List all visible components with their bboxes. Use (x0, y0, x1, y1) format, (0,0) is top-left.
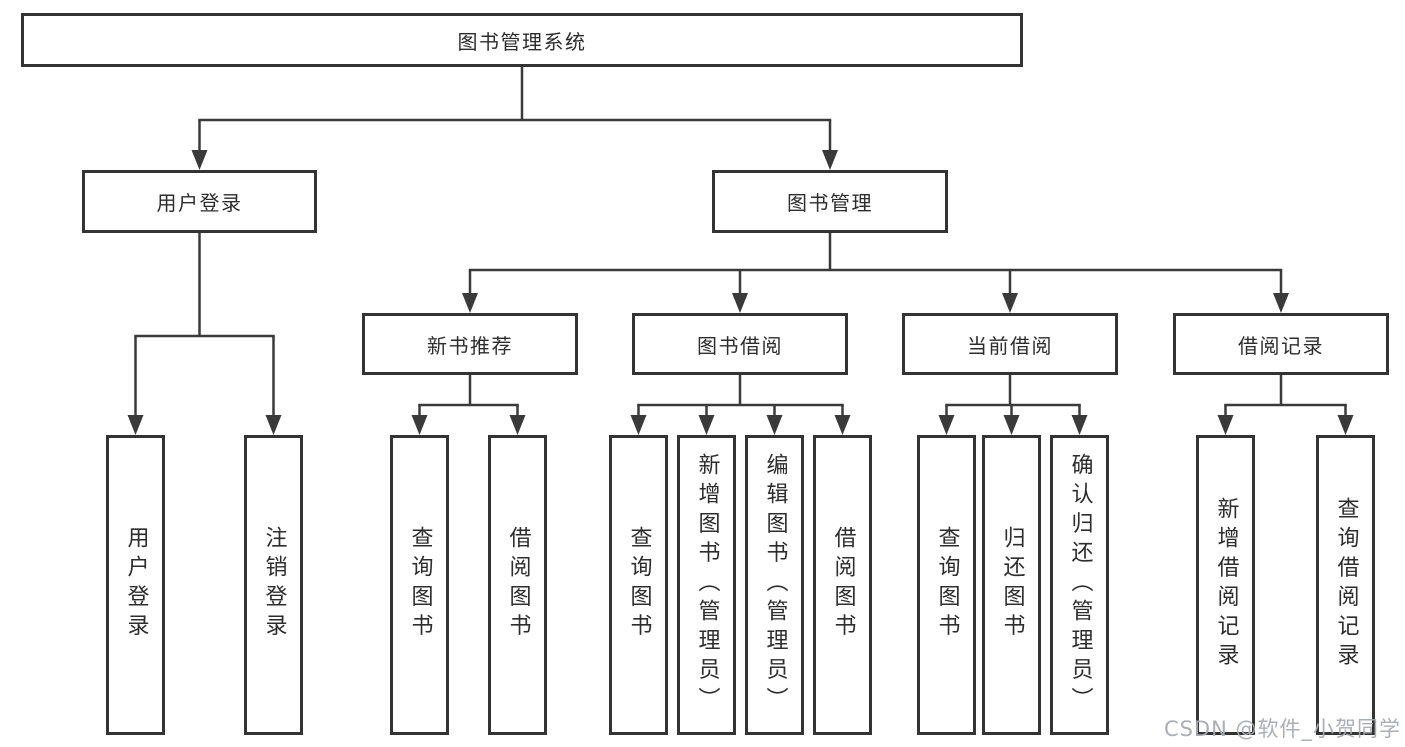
arrow-head-icon (698, 415, 715, 435)
node-current-borrowing: 当前借阅 (902, 313, 1118, 375)
arrow-head-icon (509, 415, 526, 435)
arrow-head-icon (822, 150, 838, 170)
arrow-head-icon (265, 415, 282, 435)
node-leaf-user-login: 用户登录 (106, 435, 165, 735)
node-leaf-query-books-1: 查询图书 (390, 435, 449, 735)
node-label: 图书管理系统 (457, 29, 587, 54)
node-leaf-borrow-books-2: 借阅图书 (813, 435, 872, 735)
arrow-head-icon (1003, 415, 1020, 435)
arrow-head-icon (630, 415, 647, 435)
node-label: 图书借阅 (697, 333, 783, 358)
node-borrowing-records: 借阅记录 (1173, 313, 1389, 375)
node-label: 图书管理 (787, 191, 873, 215)
node-leaf-query-borrow-record: 查询借阅记录 (1316, 435, 1375, 735)
watermark: CSDN @软件_小贺同学 (1163, 717, 1401, 741)
arrow-head-icon (1002, 293, 1018, 313)
node-label: 确认归还（管理员） (1067, 453, 1093, 717)
node-leaf-add-books-admin: 新增图书（管理员） (677, 435, 736, 735)
node-label: 借阅图书 (505, 526, 531, 644)
node-leaf-borrow-books-1: 借阅图书 (488, 435, 547, 735)
arrow-head-icon (127, 415, 144, 435)
node-user-login: 用户登录 (82, 170, 317, 233)
node-label: 新增图书（管理员） (694, 453, 720, 717)
node-leaf-query-books-3: 查询图书 (917, 435, 976, 735)
arrow-head-icon (1273, 293, 1289, 313)
arrow-head-icon (411, 415, 428, 435)
node-label: 查询图书 (626, 526, 652, 644)
node-label: 新书推荐 (427, 333, 513, 358)
node-label: 借阅图书 (830, 526, 856, 644)
node-label: 编辑图书（管理员） (762, 453, 788, 717)
arrow-head-icon (1337, 415, 1354, 435)
node-label: 归还图书 (999, 526, 1025, 644)
node-leaf-add-borrow-record: 新增借阅记录 (1196, 435, 1255, 735)
node-label: 用户登录 (156, 191, 243, 215)
arrow-head-icon (1217, 415, 1234, 435)
arrow-head-icon (732, 293, 748, 313)
node-label: 当前借阅 (967, 333, 1053, 358)
node-leaf-logout: 注销登录 (244, 435, 303, 735)
node-leaf-confirm-return-admin: 确认归还（管理员） (1050, 435, 1109, 735)
node-label: 新增借阅记录 (1213, 497, 1239, 673)
node-label: 用户登录 (123, 526, 149, 644)
node-root-book-management-system: 图书管理系统 (21, 13, 1023, 67)
node-leaf-query-books-2: 查询图书 (609, 435, 668, 735)
arrow-head-icon (766, 415, 783, 435)
node-label: 查询借阅记录 (1333, 497, 1359, 673)
node-label: 查询图书 (934, 526, 960, 644)
node-book-management: 图书管理 (712, 170, 948, 233)
node-label: 查询图书 (407, 526, 433, 644)
node-label: 借阅记录 (1238, 333, 1324, 358)
node-leaf-edit-books-admin: 编辑图书（管理员） (745, 435, 804, 735)
node-new-book-recommendation: 新书推荐 (362, 313, 578, 375)
arrow-head-icon (834, 415, 851, 435)
arrow-head-icon (938, 415, 955, 435)
arrow-head-icon (1071, 415, 1088, 435)
node-leaf-return-books: 归还图书 (982, 435, 1041, 735)
arrow-head-icon (462, 293, 478, 313)
arrow-head-icon (191, 150, 208, 170)
node-label: 注销登录 (261, 526, 287, 644)
node-book-borrowing: 图书借阅 (632, 313, 848, 375)
